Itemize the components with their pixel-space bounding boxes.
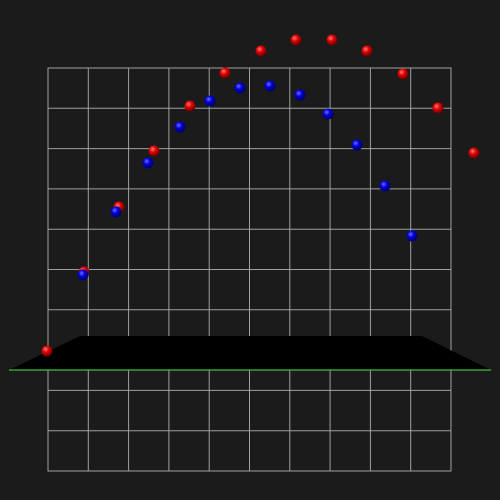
blue-ball <box>379 180 391 192</box>
ground-plane <box>9 336 491 371</box>
red-ball <box>361 45 373 57</box>
red-ball <box>219 67 231 79</box>
ball-series-blue <box>77 80 418 281</box>
blue-ball <box>351 139 363 151</box>
red-ball <box>290 34 302 46</box>
red-ball <box>397 68 409 80</box>
red-ball <box>468 147 480 159</box>
blue-ball <box>77 269 89 281</box>
blue-ball <box>406 230 418 242</box>
red-ball <box>148 145 160 157</box>
red-ball <box>432 102 444 114</box>
red-ball <box>326 34 338 46</box>
red-ball <box>255 45 267 57</box>
blue-ball <box>294 89 306 101</box>
ground-surface <box>9 336 491 370</box>
background-grid <box>47 67 452 472</box>
ball-series-red <box>41 34 480 357</box>
blue-ball <box>204 95 216 107</box>
blue-ball <box>174 121 186 133</box>
red-ball <box>41 345 53 357</box>
blue-ball <box>322 108 334 120</box>
ball-trajectories <box>41 34 480 357</box>
red-ball <box>184 100 196 112</box>
blue-ball <box>234 82 246 94</box>
blue-ball <box>110 206 122 218</box>
blue-ball <box>142 157 154 169</box>
blue-ball <box>264 80 276 92</box>
